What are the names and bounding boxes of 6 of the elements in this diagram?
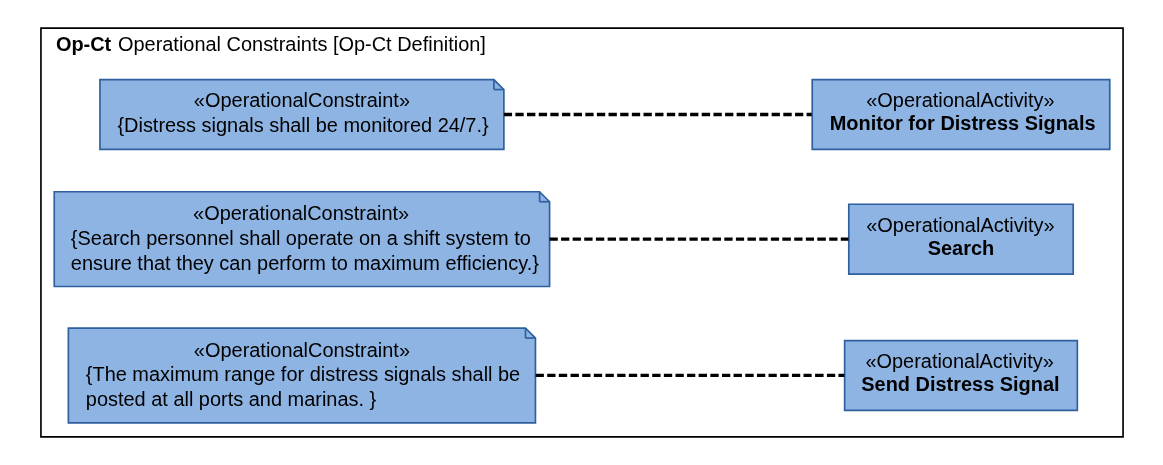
node-box: «OperationalActivity» Send Distress Signal	[843, 339, 1078, 412]
connector	[535, 373, 844, 378]
connector	[503, 112, 812, 117]
node-box: «OperationalActivity» Monitor for Distress Signals	[810, 78, 1111, 151]
connector	[549, 237, 848, 241]
node-box: «OperationalActivity» Search	[847, 203, 1074, 275]
